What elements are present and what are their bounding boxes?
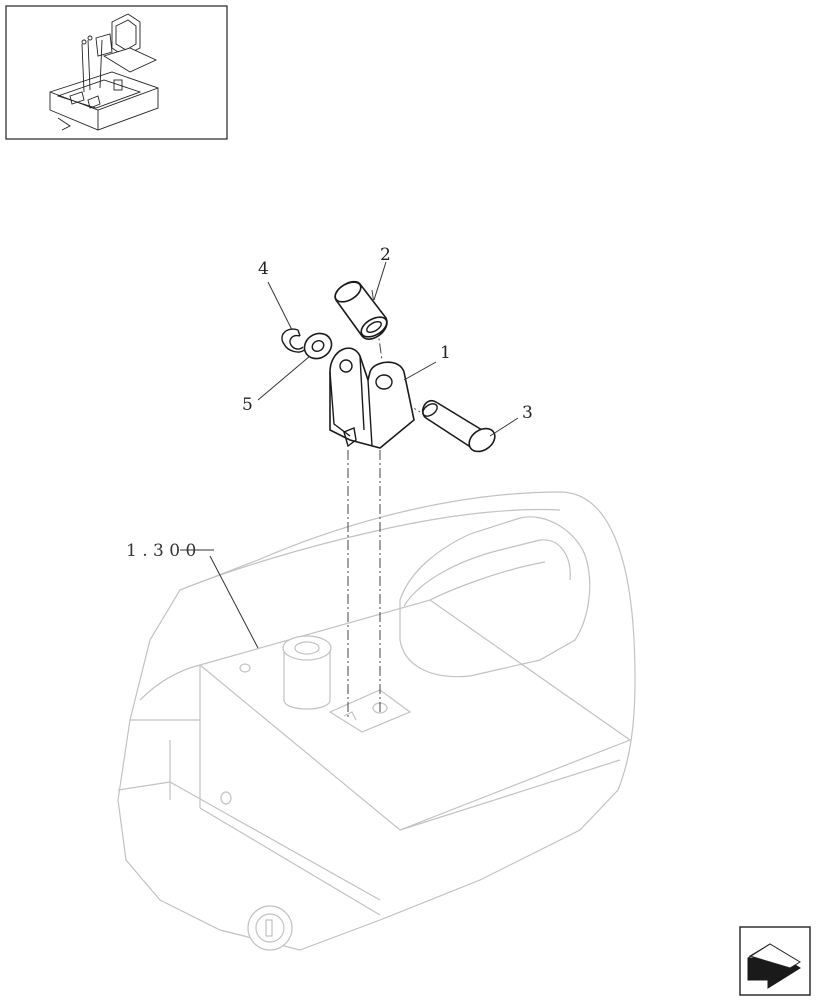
reference-section-label[interactable]: 1 . 3 0 0 bbox=[126, 541, 196, 561]
part-4-snap-ring[interactable] bbox=[281, 328, 305, 353]
part-1-bracket[interactable] bbox=[329, 347, 415, 449]
leader-lines bbox=[209, 261, 519, 649]
callout-labels: 1 2 3 4 5 1 . 3 0 0 bbox=[126, 245, 533, 561]
part-2-bushing[interactable] bbox=[332, 278, 390, 341]
callout-3[interactable]: 3 bbox=[522, 403, 533, 423]
part-3-pin[interactable] bbox=[421, 399, 500, 457]
locator-thumbnail[interactable] bbox=[5, 5, 228, 140]
callout-4[interactable]: 4 bbox=[258, 259, 269, 279]
callout-5[interactable]: 5 bbox=[242, 395, 253, 415]
part-5-washer[interactable] bbox=[300, 329, 336, 364]
next-page-arrow-icon[interactable] bbox=[739, 926, 811, 996]
console-housing bbox=[117, 491, 636, 951]
callout-1[interactable]: 1 bbox=[440, 343, 451, 363]
machine-seat-console-thumbnail-icon bbox=[49, 13, 159, 131]
callout-2[interactable]: 2 bbox=[380, 245, 391, 265]
